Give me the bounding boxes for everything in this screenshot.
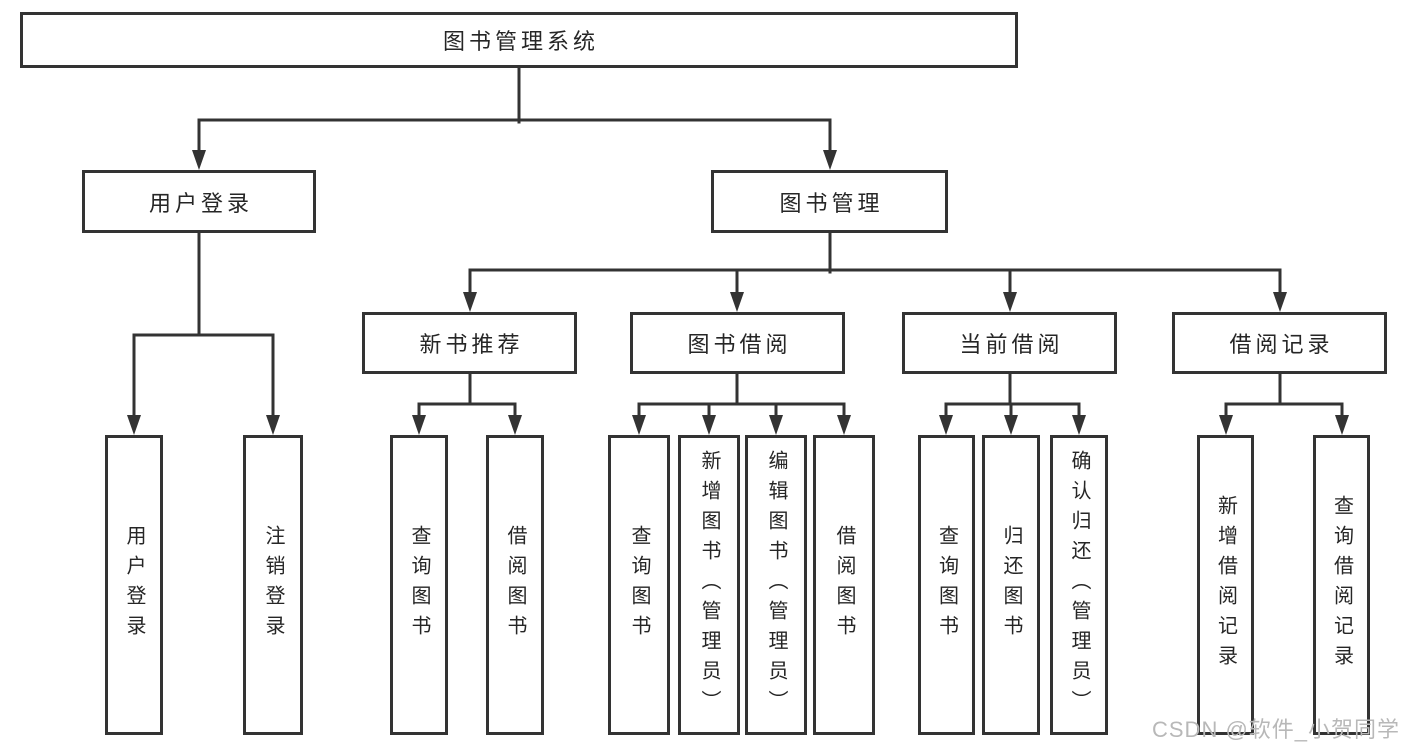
node-user-login: 用户登录 <box>82 170 316 233</box>
leaf-user-login: 用户登录 <box>105 435 163 735</box>
leaf-label: 编辑图书（管理员） <box>765 450 787 720</box>
node-label: 新书推荐 <box>419 332 524 357</box>
node-label: 图书借阅 <box>687 332 792 357</box>
leaf-label: 用户登录 <box>123 525 145 645</box>
leaf-query-books-current: 查询图书 <box>918 435 975 735</box>
csdn-watermark: CSDN @软件_小贺同学 <box>1152 717 1401 742</box>
leaf-logout: 注销登录 <box>243 435 303 735</box>
leaf-label: 新增图书（管理员） <box>698 450 720 720</box>
node-current-borrowing: 当前借阅 <box>902 312 1117 374</box>
node-label: 借阅记录 <box>1229 332 1334 357</box>
leaf-label: 借阅图书 <box>504 525 526 645</box>
node-book-borrowing: 图书借阅 <box>630 312 845 374</box>
leaf-label: 查询图书 <box>935 525 958 645</box>
leaf-confirm-return-admin: 确认归还（管理员） <box>1050 435 1108 735</box>
leaf-query-books-recommend: 查询图书 <box>390 435 448 735</box>
node-library-management-system: 图书管理系统 <box>20 12 1018 68</box>
leaf-query-borrow-record: 查询借阅记录 <box>1313 435 1370 735</box>
node-new-book-recommend: 新书推荐 <box>362 312 577 374</box>
leaf-add-borrow-record: 新增借阅记录 <box>1197 435 1254 735</box>
leaf-label: 查询图书 <box>408 525 430 645</box>
node-label: 图书管理 <box>779 190 884 216</box>
tree-edges <box>132 66 1344 420</box>
leaf-label: 借阅图书 <box>833 525 855 645</box>
leaf-add-books-admin: 新增图书（管理员） <box>678 435 740 735</box>
leaf-return-books: 归还图书 <box>982 435 1040 735</box>
arrowhead-icons <box>127 150 1349 435</box>
leaf-label: 查询借阅记录 <box>1330 495 1353 675</box>
leaf-label: 查询图书 <box>628 525 650 645</box>
leaf-label: 新增借阅记录 <box>1214 495 1237 675</box>
node-borrowing-records: 借阅记录 <box>1172 312 1387 374</box>
leaf-label: 归还图书 <box>1000 525 1022 645</box>
leaf-label: 确认归还（管理员） <box>1068 450 1090 720</box>
leaf-borrow-books-borrowing: 借阅图书 <box>813 435 875 735</box>
leaf-query-books-borrowing: 查询图书 <box>608 435 670 735</box>
node-label: 图书管理系统 <box>442 29 599 54</box>
node-label: 用户登录 <box>148 190 253 216</box>
node-book-management: 图书管理 <box>711 170 948 233</box>
leaf-label: 注销登录 <box>262 525 284 645</box>
node-label: 当前借阅 <box>959 332 1064 357</box>
leaf-borrow-books-recommend: 借阅图书 <box>486 435 544 735</box>
leaf-edit-books-admin: 编辑图书（管理员） <box>745 435 807 735</box>
